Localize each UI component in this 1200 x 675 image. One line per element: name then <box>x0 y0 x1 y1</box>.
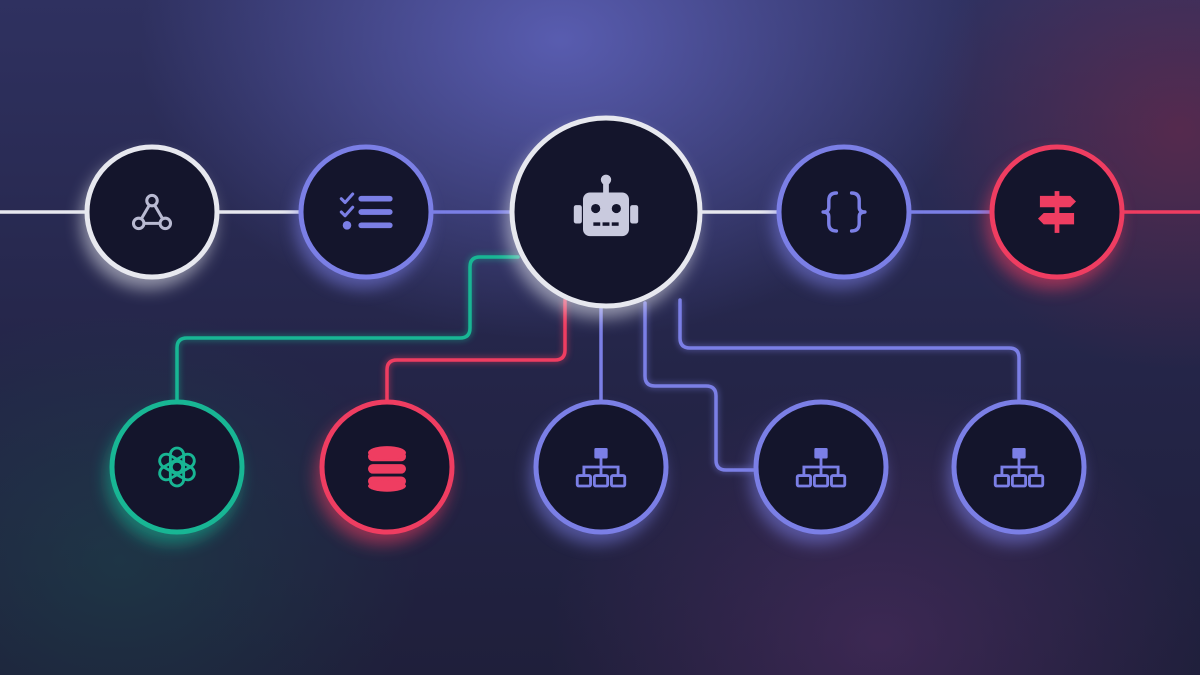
node-tasks[interactable] <box>295 144 434 289</box>
node-tool_3[interactable] <box>948 399 1087 544</box>
task-list-icon <box>339 192 393 230</box>
sitemap-icon <box>575 448 627 488</box>
connector-lines <box>0 208 1200 474</box>
node-tool_1[interactable] <box>530 399 669 544</box>
node-circle <box>109 399 245 535</box>
curly-braces-icon <box>821 191 867 233</box>
node-circle <box>776 144 912 280</box>
node-agent[interactable] <box>506 115 703 318</box>
link-agent-to-tool_2 <box>641 301 758 474</box>
node-router[interactable] <box>986 144 1125 289</box>
node-webhook[interactable] <box>81 144 220 289</box>
node-tool_2[interactable] <box>750 399 889 544</box>
link-agent-to-memory <box>383 298 569 404</box>
webhook-icon <box>131 193 173 231</box>
sitemap-icon <box>795 448 847 488</box>
database-icon <box>368 446 406 492</box>
link-agent-to-tool_3 <box>676 298 1023 404</box>
nodes <box>81 115 1125 544</box>
robot-icon <box>573 174 639 237</box>
openai-icon <box>158 446 196 488</box>
link-agent-to-model <box>173 253 520 404</box>
sitemap-icon <box>993 448 1045 488</box>
node-code[interactable] <box>773 144 912 289</box>
signpost-icon <box>1038 191 1076 233</box>
node-model[interactable] <box>106 399 245 544</box>
node-memory[interactable] <box>316 399 455 544</box>
node-circle <box>84 144 220 280</box>
